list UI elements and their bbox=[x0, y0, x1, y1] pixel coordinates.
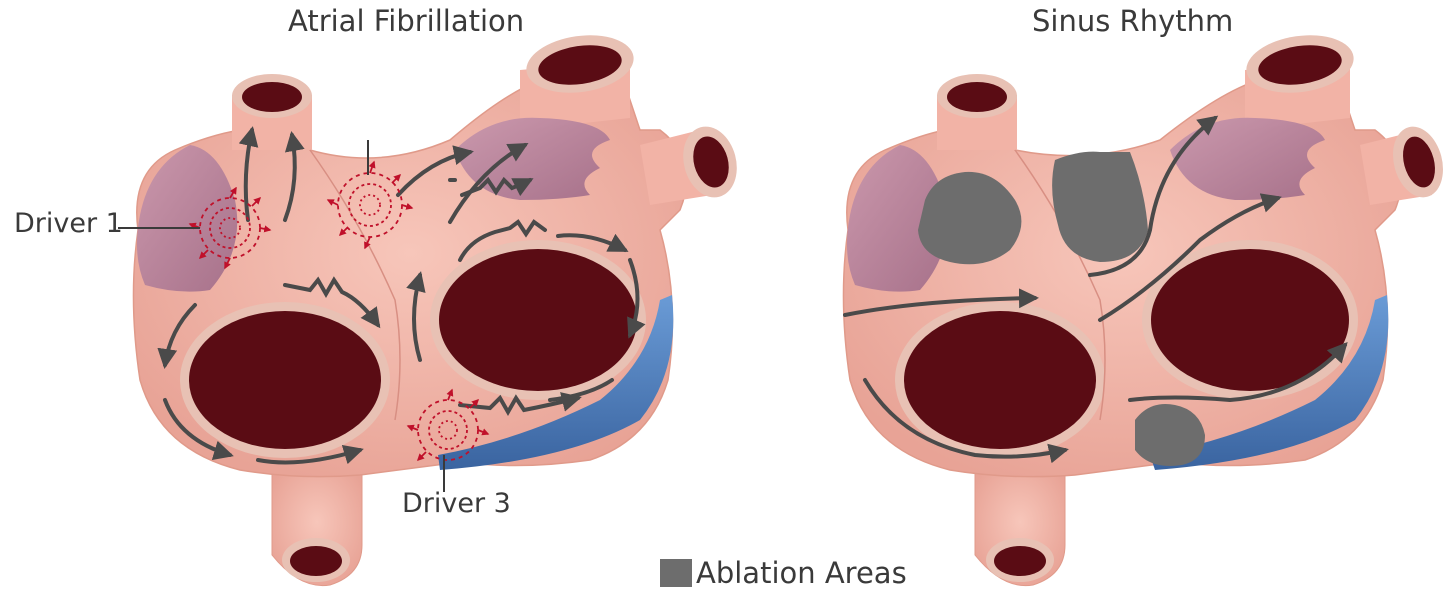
heart-sr bbox=[843, 29, 1444, 586]
title-sinus-rhythm: Sinus Rhythm bbox=[1032, 4, 1233, 38]
legend-label: Ablation Areas bbox=[696, 556, 907, 590]
title-atrial-fibrillation: Atrial Fibrillation bbox=[288, 4, 524, 38]
label-driver-1: Driver 1 bbox=[14, 208, 123, 239]
label-driver-3: Driver 3 bbox=[402, 488, 511, 519]
legend: Ablation Areas bbox=[660, 556, 907, 590]
legend-swatch bbox=[660, 559, 692, 587]
